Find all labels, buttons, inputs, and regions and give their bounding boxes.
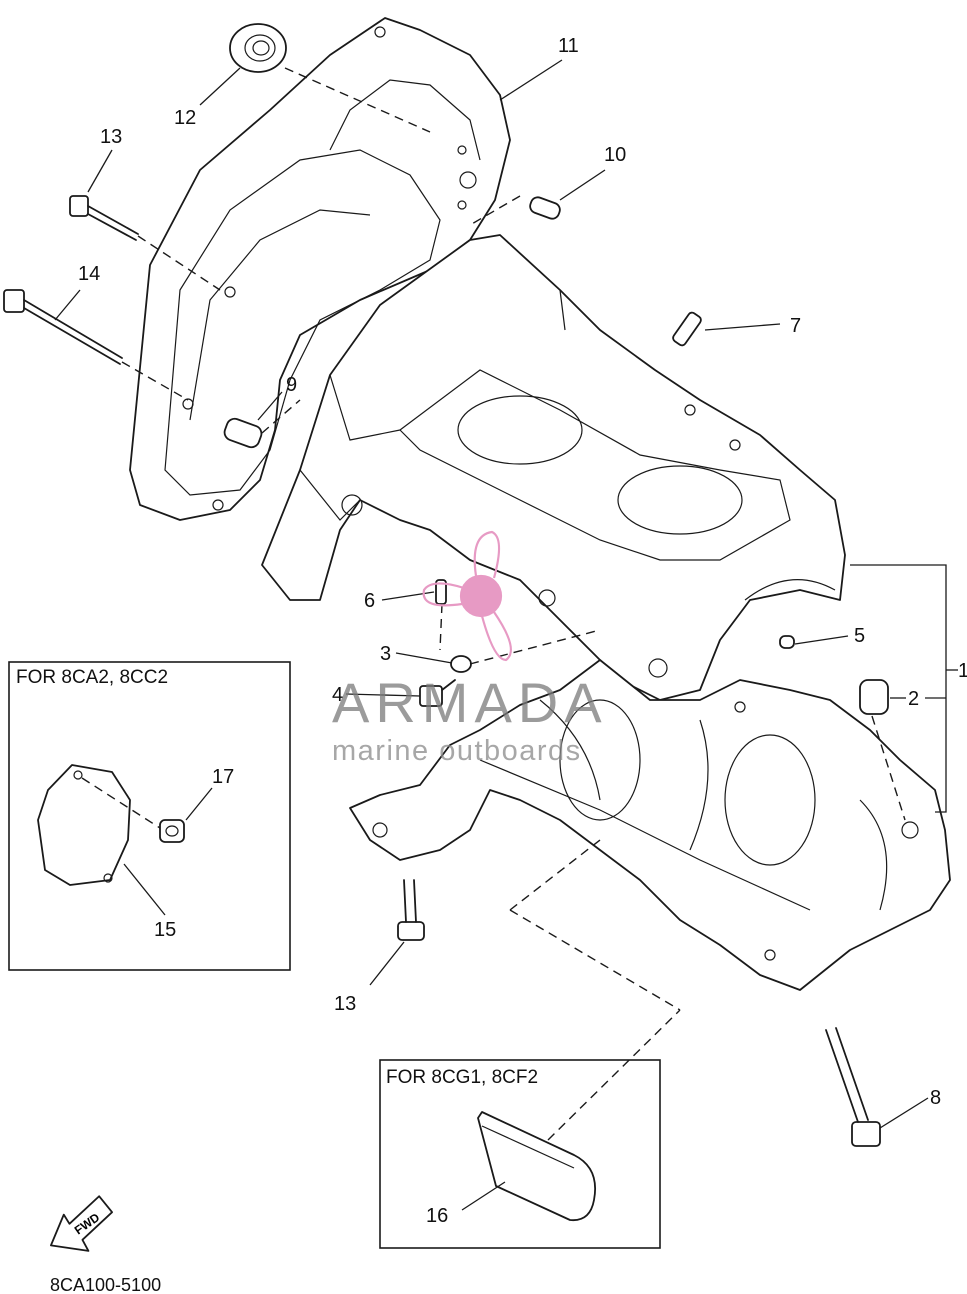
callout-17: 17 bbox=[212, 766, 234, 788]
callout-8: 8 bbox=[930, 1087, 941, 1109]
leader-lines bbox=[54, 59, 958, 1129]
callout-15: 15 bbox=[154, 919, 176, 941]
long-bolt-part-14 bbox=[3, 289, 123, 365]
callout-13-lower: 13 bbox=[334, 993, 356, 1015]
bolt-part-13-upper bbox=[69, 195, 139, 241]
bolt-part-13-lower bbox=[397, 879, 425, 941]
inset-box-right bbox=[379, 1009, 681, 1249]
watermark: ARMADA marine outboards bbox=[332, 530, 608, 767]
propeller-icon bbox=[422, 530, 512, 662]
assembly-dash-lines bbox=[121, 67, 906, 1011]
pin-part-6 bbox=[435, 579, 447, 605]
dowel-pin-part-10 bbox=[529, 196, 561, 220]
washer-part-3 bbox=[450, 655, 472, 673]
callout-6: 6 bbox=[364, 590, 375, 612]
crankcase-cover bbox=[129, 17, 511, 521]
callout-11: 11 bbox=[558, 35, 579, 57]
callout-4: 4 bbox=[332, 684, 343, 706]
inset-left-label: FOR 8CA2, 8CC2 bbox=[16, 667, 168, 688]
long-bolt-part-8 bbox=[825, 1027, 881, 1147]
callout-13-upper: 13 bbox=[100, 126, 122, 148]
callout-16: 16 bbox=[426, 1205, 448, 1227]
pin-part-5 bbox=[779, 635, 795, 649]
callout-2: 2 bbox=[908, 688, 919, 710]
lower-crankcase bbox=[349, 659, 951, 991]
callout-14: 14 bbox=[78, 263, 100, 285]
callout-5: 5 bbox=[854, 625, 865, 647]
plug-part-7 bbox=[672, 311, 702, 347]
callout-7: 7 bbox=[790, 315, 801, 337]
inset-right-label: FOR 8CG1, 8CF2 bbox=[386, 1067, 538, 1088]
callout-9: 9 bbox=[286, 374, 297, 396]
upper-crankcase bbox=[261, 234, 846, 701]
callout-3: 3 bbox=[380, 643, 391, 665]
callout-1: 1 bbox=[958, 660, 967, 682]
watermark-tagline: marine outboards bbox=[332, 735, 582, 767]
inset-box-left bbox=[8, 661, 291, 971]
callout-12: 12 bbox=[174, 107, 196, 129]
cap-part-2 bbox=[859, 679, 889, 715]
diagram-code: 8CA100-5100 bbox=[50, 1275, 161, 1294]
oil-seal-part-12 bbox=[229, 23, 287, 73]
dowel-collar-part-9 bbox=[223, 417, 263, 449]
callout-numbers: 1 2 3 4 5 6 7 8 9 10 11 12 13 13 14 15 1… bbox=[78, 35, 967, 1227]
callout-10: 10 bbox=[604, 144, 626, 166]
watermark-brand: ARMADA bbox=[332, 671, 608, 734]
fwd-arrow: FWD bbox=[50, 1195, 113, 1252]
